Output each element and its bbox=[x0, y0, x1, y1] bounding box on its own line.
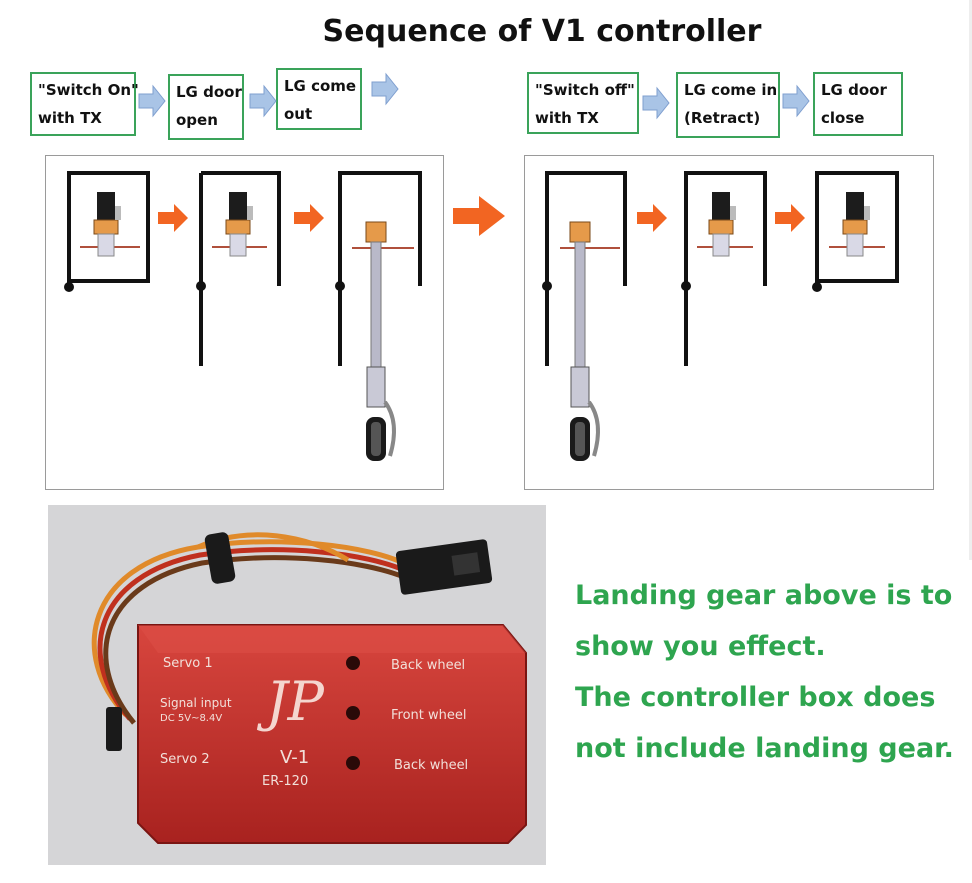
label-servo1: Servo 1 bbox=[163, 656, 213, 671]
label-servo2: Servo 2 bbox=[160, 752, 210, 767]
brand-logo: JP bbox=[256, 670, 326, 733]
label-back-wheel-1: Back wheel bbox=[391, 658, 465, 673]
flow-arrow-icon bbox=[371, 73, 399, 105]
panel-gear-in bbox=[524, 155, 934, 490]
sequence-arrow-icon bbox=[158, 204, 188, 232]
step-line: with TX bbox=[38, 109, 102, 127]
step-line: LG come bbox=[284, 77, 357, 95]
controller-photo: Servo 1 Signal input DC 5V~8.4V Servo 2 … bbox=[48, 505, 546, 865]
step-line: open bbox=[176, 111, 218, 129]
step-lg-door-close: LG door close bbox=[813, 72, 903, 136]
sequence-arrow-icon bbox=[453, 196, 505, 236]
step-line: "Switch On" bbox=[38, 81, 139, 99]
label-back-wheel-2: Back wheel bbox=[394, 758, 468, 773]
controller-illustration: Servo 1 Signal input DC 5V~8.4V Servo 2 … bbox=[91, 532, 527, 844]
sequence-arrow-icon bbox=[637, 204, 667, 232]
label-signal-input: Signal input bbox=[160, 696, 232, 710]
panel-transition-arrow bbox=[453, 196, 505, 236]
flow-arrow-icon bbox=[642, 87, 670, 119]
step-line: LG come in bbox=[684, 81, 778, 99]
note-line: show you effect. bbox=[575, 631, 826, 662]
step-line: LG door bbox=[821, 81, 887, 99]
flow-arrow-icon bbox=[782, 85, 810, 117]
model-code: ER-120 bbox=[262, 774, 308, 789]
label-front-wheel: Front wheel bbox=[391, 708, 467, 723]
step-line: with TX bbox=[535, 109, 599, 127]
step-arrows bbox=[138, 73, 810, 119]
landing-gear-icon bbox=[364, 240, 396, 463]
label-dc-range: DC 5V~8.4V bbox=[160, 713, 222, 724]
edge-divider bbox=[969, 0, 972, 560]
gear-in-illustration bbox=[542, 171, 899, 463]
model-name: V-1 bbox=[280, 747, 309, 768]
step-lg-come-out: LG come out bbox=[276, 68, 362, 130]
step-lg-come-in: LG come in (Retract) bbox=[676, 72, 780, 138]
step-line: out bbox=[284, 105, 313, 123]
note-line: The controller box does bbox=[575, 682, 936, 713]
flow-arrow-icon bbox=[249, 85, 277, 117]
step-switch-off: "Switch off" with TX bbox=[527, 72, 639, 134]
note-line: not include landing gear. bbox=[575, 733, 954, 764]
sequence-arrow-icon bbox=[775, 204, 805, 232]
panel-gear-out bbox=[45, 155, 444, 490]
step-line: (Retract) bbox=[684, 109, 761, 127]
step-line: LG door bbox=[176, 83, 242, 101]
gear-out-illustration bbox=[64, 171, 422, 463]
step-switch-on: "Switch On" with TX bbox=[30, 72, 139, 136]
sequence-arrow-icon bbox=[294, 204, 324, 232]
step-lg-door-open: LG door open bbox=[168, 74, 244, 140]
note-line: Landing gear above is to bbox=[575, 580, 953, 611]
page-title: Sequence of V1 controller bbox=[322, 14, 762, 49]
flow-arrow-icon bbox=[138, 85, 166, 117]
landing-gear-icon bbox=[568, 240, 600, 463]
disclaimer-note: Landing gear above is to show you effect… bbox=[575, 570, 970, 774]
step-line: "Switch off" bbox=[535, 81, 635, 99]
step-line: close bbox=[821, 109, 865, 127]
